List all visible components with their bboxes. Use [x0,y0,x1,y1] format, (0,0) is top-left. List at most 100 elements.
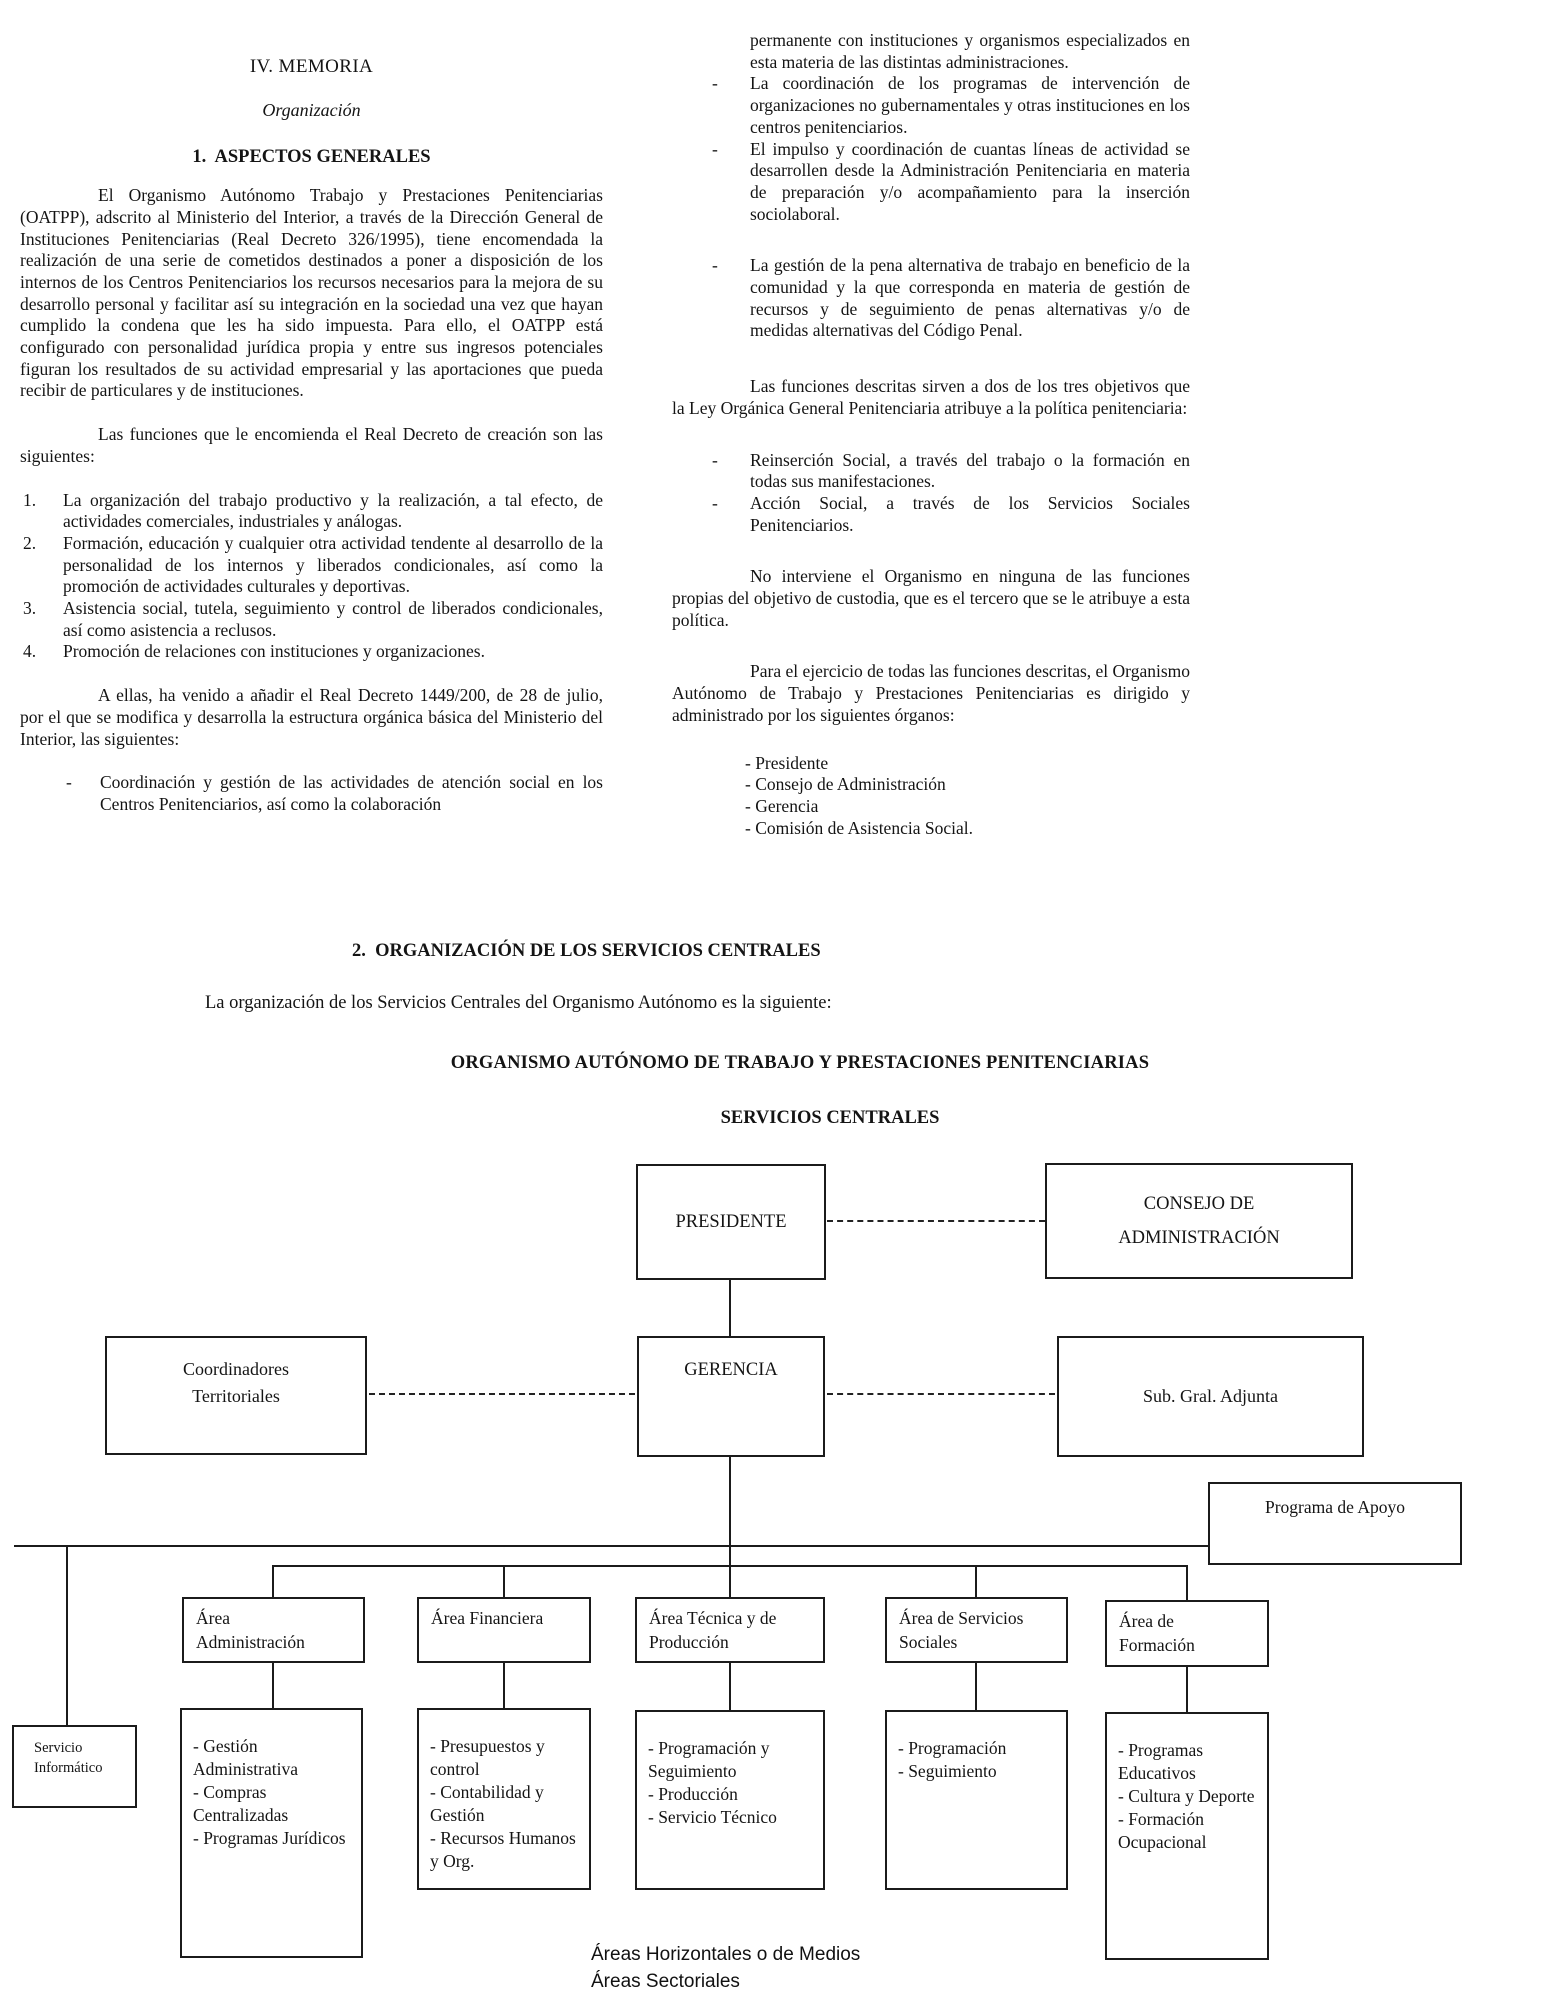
section1-heading: 1. ASPECTOS GENERALES [192,147,431,168]
detail-box-administracion: - Gestión Administrativa - Compras Centr… [180,1708,363,1958]
numbered-item: 1. La organización del trabajo productiv… [20,490,603,533]
detail-box-tecnica-produccion: - Programación y Seguimiento - Producció… [635,1710,825,1890]
detail-item: - Servicio Técnico [648,1807,777,1827]
detail-item: - Presupuestos y control [430,1736,545,1779]
dash-item-coordinacion: - Coordinación y gestión de las activida… [20,772,603,815]
dash-marker: - [712,138,718,159]
node-label-line: ADMINISTRACIÓN [1118,1228,1280,1248]
detail-item: - Programación y Seguimiento [648,1738,770,1781]
line-tecnica-detail [729,1663,731,1710]
item-number: 2. [23,532,37,553]
node-label-line: Formación [1119,1635,1195,1655]
dash-marker: - [66,772,72,793]
item-text: La coordinación de los programas de inte… [750,73,1190,137]
node-label: Sub. Gral. Adjunta [1143,1386,1278,1406]
line-horizontal-upper [14,1545,1208,1547]
org-node-presidente: PRESIDENTE [636,1164,826,1280]
org-node-consejo-de-administracion: CONSEJO DE ADMINISTRACIÓN [1045,1163,1353,1279]
numbered-item: 3. Asistencia social, tutela, seguimient… [20,598,603,641]
page-subtitle: Organización [262,99,361,120]
line-drop-formacion [1186,1565,1188,1602]
item-text: Acción Social, a través de los Servicios… [750,492,1190,535]
org-node-servicio-informatico: Servicio Informático [12,1725,137,1808]
item-text: Formación, educación y cualquier otra ac… [63,532,603,597]
item-number: 3. [23,598,37,619]
detail-item: - Recursos Humanos y Org. [430,1828,576,1871]
item-text: La gestión de la pena alternativa de tra… [750,255,1190,341]
node-label: PRESIDENTE [675,1211,787,1232]
node-label-line: Área de [1119,1611,1174,1631]
node-label-line: Sociales [899,1632,958,1652]
paragraph-oatpp: El Organismo Autónomo Trabajo y Prestaci… [20,185,603,401]
dash-marker: - [712,73,718,94]
organo-comision: - Comisión de Asistencia Social. [745,817,973,838]
item-text: Asistencia social, tutela, seguimiento y… [63,598,603,640]
node-label-line: Área Técnica y de [649,1608,777,1628]
org-node-area-formacion: Área de Formación [1105,1600,1269,1667]
numbered-item: 4. Promoción de relaciones con instituci… [20,641,603,663]
node-label-line: Área de Servicios [899,1608,1024,1628]
detail-box-servicios-sociales: - Programación - Seguimiento [885,1710,1068,1890]
node-label-line: CONSEJO DE [1143,1194,1255,1214]
paragraph-funciones: Las funciones que le encomienda el Real … [20,424,603,466]
paragraph-real-decreto: A ellas, ha venido a añadir el Real Decr… [20,685,603,749]
legend-areas-horizontales: Áreas Horizontales o de Medios [591,1944,861,1965]
dash-item-impulso: - El impulso y coordinación de cuantas l… [672,139,1190,226]
detail-item: - Contabilidad y Gestión [430,1782,544,1825]
dashed-line-coordinadores-gerencia [369,1393,635,1395]
detail-item: - Producción [648,1784,738,1804]
line-gerencia-down [729,1457,731,1598]
node-label-line: Administración [196,1632,305,1652]
detail-item: - Seguimiento [898,1761,997,1781]
dash-item-reinsercion: - Reinserción Social, a través del traba… [672,450,1190,493]
dashed-line-presidente-consejo [827,1220,1045,1222]
paragraph-custodia: No interviene el Organismo en ninguna de… [672,566,1190,630]
org-node-sub-gral-adjunta: Sub. Gral. Adjunta [1057,1336,1364,1457]
dash-item-coordinacion-programas: - La coordinación de los programas de in… [672,73,1190,138]
node-label-line: Área Financiera [431,1608,544,1628]
paragraph-organos: Para el ejercicio de todas las funciones… [672,661,1190,725]
item-text: El impulso y coordinación de cuantas lín… [750,138,1190,224]
line-drop-financiera [503,1565,505,1598]
line-formacion-detail [1186,1667,1188,1712]
numbered-item: 2. Formación, educación y cualquier otra… [20,533,603,598]
detail-item: - Gestión Administrativa [193,1736,298,1779]
org-node-area-tecnica-produccion: Área Técnica y de Producción [635,1597,825,1663]
dash-item-accion-social: - Acción Social, a través de los Servici… [672,493,1190,536]
item-number: 4. [23,641,37,662]
node-label-line: Producción [649,1632,729,1652]
detail-box-formacion: - Programas Educativos - Cultura y Depor… [1105,1712,1269,1960]
dash-marker: - [712,492,718,513]
node-label-line: Servicio [34,1740,83,1756]
line-financiera-detail [503,1663,505,1708]
item-text: Reinserción Social, a través del trabajo… [750,449,1190,492]
dash-item-pena-alternativa: - La gestión de la pena alternativa de t… [672,255,1190,342]
org-node-programa-de-apoyo: Programa de Apoyo [1208,1482,1462,1565]
org-chart-title: ORGANISMO AUTÓNOMO DE TRABAJO Y PRESTACI… [450,1053,1150,1073]
dashed-line-gerencia-subgral [827,1393,1055,1395]
legend-areas-sectoriales: Áreas Sectoriales [591,1971,740,1992]
org-node-gerencia: GERENCIA [637,1336,825,1457]
right-column: permanente con instituciones y organismo… [672,30,1190,839]
detail-item: - Programas Educativos [1118,1740,1204,1783]
dash-marker: - [712,255,718,276]
page-title: IV. MEMORIA [249,56,374,77]
node-label-line: Informático [34,1760,103,1776]
chart-legend: Áreas Horizontales o de Medios Áreas Sec… [591,1941,860,1995]
organos-list: - Presidente - Consejo de Administración… [745,753,1190,840]
org-chart-subtitle: SERVICIOS CENTRALES [720,1108,940,1128]
line-administracion-detail [272,1663,274,1708]
node-label-line: Área [196,1608,231,1628]
paragraph-objetivos: Las funciones descritas sirven a dos de … [672,376,1190,418]
dash-marker: - [712,449,718,470]
item-text: Coordinación y gestión de las actividade… [100,772,603,814]
line-horizontal-areas [272,1565,1188,1567]
node-label: GERENCIA [684,1360,778,1380]
node-label-line: Territoriales [192,1386,280,1406]
line-sociales-detail [975,1663,977,1710]
numbered-list: 1. La organización del trabajo productiv… [20,490,603,664]
paragraph-continuation: permanente con instituciones y organismo… [750,30,1190,72]
section2-heading: 2. ORGANIZACIÓN DE LOS SERVICIOS CENTRAL… [352,941,821,961]
detail-item: - Formación Ocupacional [1118,1809,1207,1852]
